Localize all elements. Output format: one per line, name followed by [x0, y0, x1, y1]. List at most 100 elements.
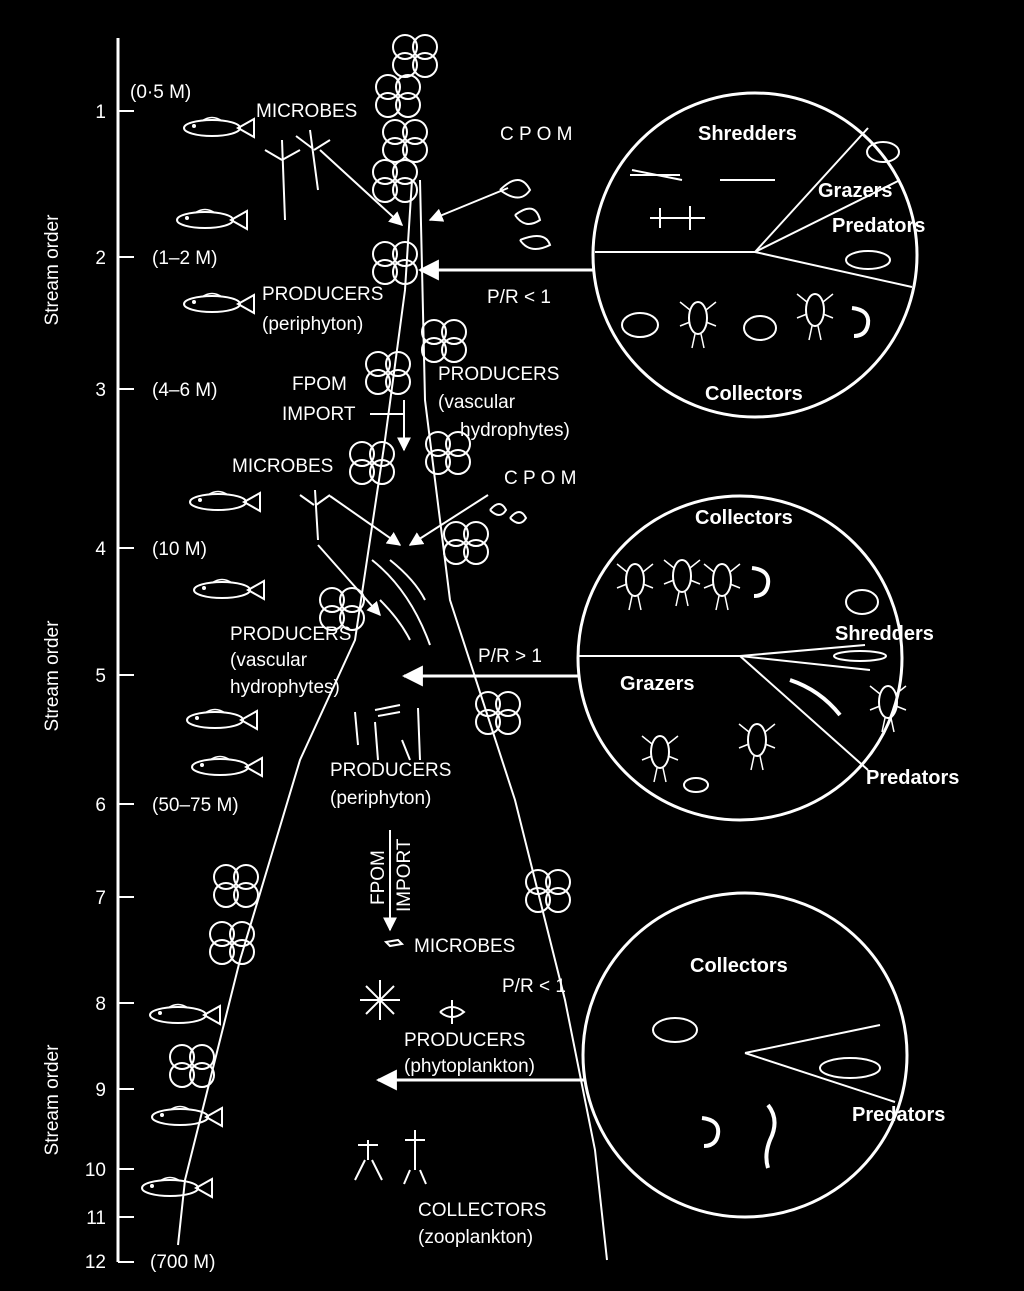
axis-title-lower: Stream order [42, 1044, 63, 1156]
pr-label: P/R > 1 [478, 646, 542, 667]
collectors-label: Collectors [695, 507, 793, 529]
producers-sub-label: (periphyton) [262, 314, 363, 335]
collector-icon [743, 315, 777, 341]
shredder-icon [845, 589, 879, 615]
predators-label: Predators [866, 767, 959, 789]
import-label: IMPORT [282, 404, 356, 425]
collector-icon [796, 293, 834, 341]
pr-label: P/R < 1 [502, 976, 566, 997]
plant-cluster-icon [392, 34, 438, 78]
grazer-icon [683, 777, 709, 793]
functional-group-circle-lower: Collectors Predators [581, 891, 945, 1219]
stream-order-axis: 1 2 3 4 5 6 7 8 9 10 11 12 (0·5 M) (1–2 … [42, 38, 239, 1273]
fish-icon [193, 578, 265, 600]
producers-sub-label: (phytoplankton) [404, 1056, 535, 1077]
lower-reach-labels: FPOM IMPORT MICROBES P/R < 1 PRODUCERS (… [368, 838, 566, 1248]
tick-label: 11 [86, 1208, 106, 1229]
grazers-label: Grazers [818, 180, 893, 202]
shredders-label: Shredders [698, 123, 797, 145]
producers-sub-label: hydrophytes) [460, 420, 570, 441]
plant-cluster-icon [365, 351, 411, 395]
microbes-label: MICROBES [414, 936, 515, 957]
plant-cluster-icon [443, 521, 489, 565]
tick-label: 5 [95, 666, 106, 687]
plant-cluster-icon [209, 921, 255, 965]
predator-icon [819, 1057, 881, 1079]
predators-label: Predators [832, 215, 925, 237]
stream-width-labels: (0·5 M) (1–2 M) (4–6 M) (10 M) (50–75 M)… [130, 82, 239, 1273]
debris-icon [499, 179, 552, 250]
microbe-icon [264, 129, 331, 221]
stream-channel [177, 179, 608, 1261]
microbe-icon [360, 980, 400, 1020]
collectors-label: Collectors [690, 955, 788, 977]
producers-label: PRODUCERS [438, 364, 559, 385]
producers-sub-label: hydrophytes) [230, 677, 340, 698]
fish-icon [189, 490, 261, 512]
axis-title-upper: Stream order [42, 214, 63, 326]
cpom-arrow [428, 187, 509, 222]
import-label: IMPORT [394, 838, 415, 912]
cpom-label: C P O M [500, 124, 573, 145]
producers-label: PRODUCERS [230, 624, 351, 645]
periphyton-icon [354, 704, 421, 761]
fish-icon [151, 1105, 223, 1127]
fish-icon [141, 1176, 213, 1198]
fpom-label: FPOM [368, 850, 389, 905]
microbe-icon [299, 489, 331, 541]
predator-icon [845, 250, 891, 270]
collectors-label: Collectors [705, 383, 803, 405]
microbe-arrow [317, 544, 381, 617]
predators-label: Predators [852, 1104, 945, 1126]
tick-label: 12 [85, 1252, 106, 1273]
plant-cluster-icon [421, 319, 467, 363]
producers-sub-label: (vascular [230, 650, 308, 671]
plant-cluster-icon [349, 441, 395, 485]
plant-cluster-icon [213, 864, 259, 908]
collector-icon [616, 563, 654, 611]
tick-label: 4 [95, 539, 106, 560]
pr-arrows [375, 259, 595, 1091]
collector-icon [700, 1116, 721, 1148]
shredder-icon [833, 650, 887, 662]
tick-label: 7 [95, 888, 106, 909]
width-label: (50–75 M) [152, 795, 239, 816]
axis-tick-labels: 1 2 3 4 5 6 7 8 9 10 11 12 [85, 102, 107, 1273]
microbes-label: MICROBES [256, 101, 357, 122]
axis-title-middle: Stream order [42, 620, 63, 732]
width-label: (10 M) [152, 539, 207, 560]
width-label: (0·5 M) [130, 82, 191, 103]
grazer-icon [641, 735, 679, 783]
vascular-plant-icon [371, 559, 431, 646]
fish-icon [176, 208, 248, 230]
fish-icon [149, 1003, 221, 1025]
fish-icon [183, 116, 255, 138]
plant-clusters [169, 34, 571, 1088]
functional-group-circle-upper: Shredders Grazers Predators Collectors [591, 91, 925, 419]
tick-label: 2 [95, 248, 106, 269]
fish-icon [183, 292, 255, 314]
flow-arrows [317, 149, 509, 932]
producers-sub-label: (periphyton) [330, 788, 431, 809]
width-label: (700 M) [150, 1252, 215, 1273]
grazers-label: Grazers [620, 673, 695, 695]
functional-group-circle-middle: Collectors Shredders Grazers Predators [576, 494, 959, 822]
collector-icon [679, 301, 717, 349]
producers-label: PRODUCERS [330, 760, 451, 781]
collector-icon [850, 306, 871, 338]
plant-cluster-icon [375, 74, 421, 118]
microbes-label: MICROBES [232, 456, 333, 477]
collectors-sub-label: (zooplankton) [418, 1227, 533, 1248]
tick-label: 10 [85, 1160, 106, 1181]
tick-label: 1 [95, 102, 106, 123]
plant-cluster-icon [169, 1044, 215, 1088]
middle-reach-labels: MICROBES C P O M PRODUCERS (vascular hyd… [230, 456, 577, 809]
collector-icon [703, 563, 741, 611]
plant-cluster-icon [525, 869, 571, 913]
microbe-icon [439, 1000, 466, 1024]
pr-label: P/R < 1 [487, 287, 551, 308]
microbe-arrow [329, 495, 402, 546]
tick-label: 9 [95, 1080, 106, 1101]
predator-icon [789, 678, 842, 717]
fish-icon [186, 708, 258, 730]
